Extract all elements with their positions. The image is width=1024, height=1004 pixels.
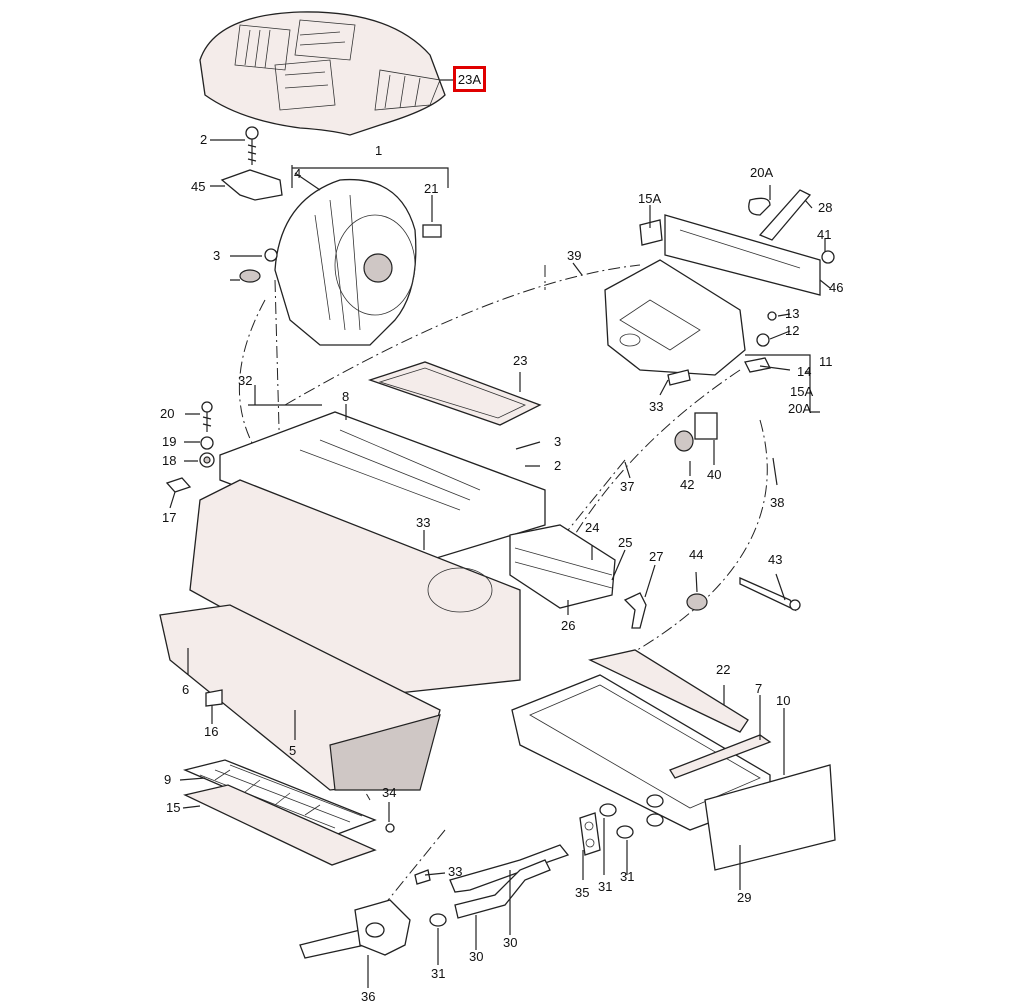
label-33-bottom: 33 (448, 864, 463, 879)
label-29: 29 (737, 890, 752, 905)
label-32: 32 (238, 373, 253, 388)
label-38: 38 (770, 495, 785, 510)
label-42: 42 (680, 477, 695, 492)
label-30: 30 (503, 935, 518, 950)
seal-part-7[interactable] (669, 734, 772, 779)
label-27: 27 (649, 549, 664, 564)
knob-part[interactable] (674, 430, 694, 452)
valve-part[interactable] (299, 899, 411, 959)
cover-part[interactable] (704, 764, 836, 871)
label-33-center: 33 (416, 515, 431, 530)
label-5: 5 (289, 743, 297, 758)
label-2: 2 (200, 132, 208, 147)
leader-lines (169, 139, 831, 988)
filter-part[interactable] (367, 361, 542, 426)
label-20A-lower: 20A (788, 401, 812, 416)
label-3: 3 (213, 248, 221, 263)
label-24: 24 (585, 520, 600, 535)
label-13: 13 (785, 306, 800, 321)
control-unit-part[interactable] (604, 214, 821, 376)
label-6: 6 (182, 682, 190, 697)
label-28: 28 (818, 200, 833, 215)
label-39: 39 (567, 248, 582, 263)
blower-motor-part[interactable] (274, 178, 417, 346)
label-10: 10 (776, 693, 791, 708)
label-26: 26 (561, 618, 576, 633)
label-41: 41 (817, 227, 832, 242)
label-3-lower: 3 (554, 434, 562, 449)
label-34: 34 (382, 785, 397, 800)
label-44: 44 (689, 547, 704, 562)
seal-part[interactable] (588, 649, 749, 733)
screw-part-20[interactable] (201, 401, 213, 432)
label-25: 25 (618, 535, 633, 550)
label-11: 11 (819, 354, 833, 369)
label-14: 14 (797, 364, 812, 379)
label-43: 43 (768, 552, 783, 567)
grommet-part[interactable] (239, 269, 261, 283)
label-18: 18 (162, 453, 177, 468)
label-12: 12 (785, 323, 800, 338)
label-7: 7 (755, 681, 763, 696)
label-40: 40 (707, 467, 722, 482)
label-15A: 15A (638, 191, 662, 206)
label-30-lower: 30 (469, 949, 484, 964)
label-1: 1 (375, 143, 383, 158)
label-15: 15 (166, 800, 181, 815)
filter-mat-part[interactable] (183, 784, 377, 866)
label-31: 31 (598, 879, 613, 894)
label-8: 8 (342, 389, 350, 404)
flap-assembly-part[interactable] (509, 524, 616, 609)
label-16: 16 (204, 724, 219, 739)
label-33: 33 (649, 399, 664, 414)
heater-housing-part[interactable] (189, 411, 546, 696)
label-20A: 20A (750, 165, 774, 180)
label-37: 37 (620, 479, 635, 494)
highlighted-part-label[interactable]: 23A (453, 66, 486, 92)
label-31-right: 31 (620, 869, 635, 884)
label-2-lower: 2 (554, 458, 562, 473)
blower-cover-part[interactable] (199, 11, 446, 136)
label-20: 20 (160, 406, 175, 421)
label-19: 19 (162, 434, 177, 449)
label-35: 35 (575, 885, 590, 900)
label-17: 17 (162, 510, 177, 525)
label-31-bottom: 31 (431, 966, 446, 981)
resistor-part[interactable] (422, 224, 442, 238)
label-15A-lower: 15A (790, 384, 814, 399)
label-46: 46 (829, 280, 844, 295)
label-36: 36 (361, 989, 376, 1004)
label-22: 22 (716, 662, 731, 677)
label-23: 23 (513, 353, 528, 368)
screw-part[interactable] (245, 126, 259, 165)
clip-part[interactable] (220, 169, 283, 201)
label-9: 9 (164, 772, 172, 787)
label-4: 4 (294, 166, 302, 181)
label-45: 45 (191, 179, 206, 194)
relay-part[interactable] (694, 412, 718, 440)
label-21: 21 (424, 181, 439, 196)
